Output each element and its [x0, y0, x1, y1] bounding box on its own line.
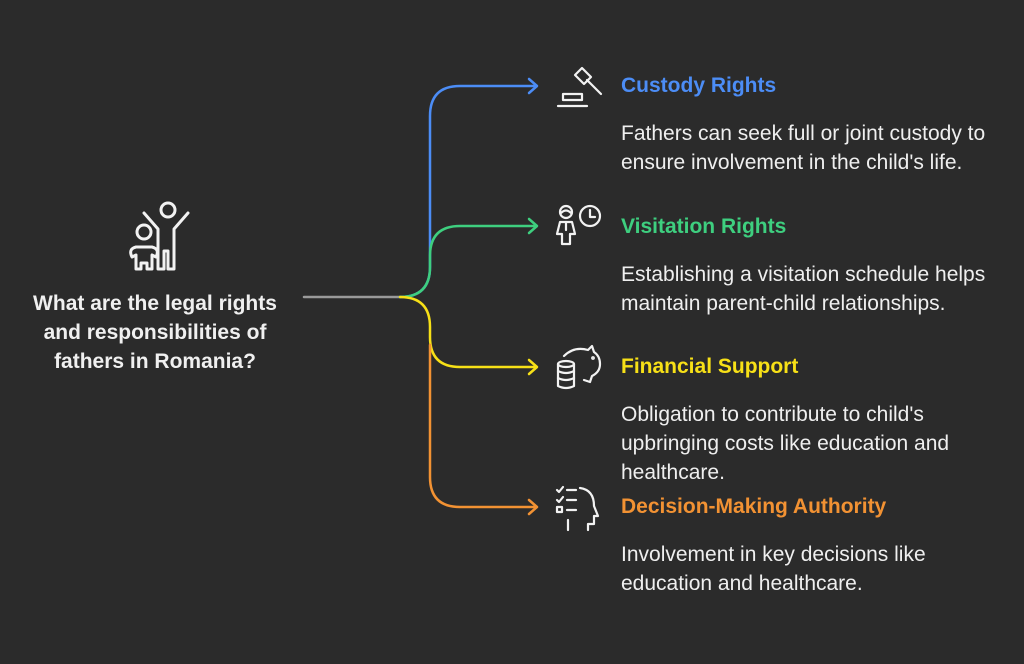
branch-description-financial: Obligation to contribute to child's upbr… [621, 403, 950, 484]
connector-custody [398, 84, 538, 299]
connector-financial [398, 295, 538, 369]
arrow-custody-icon [527, 77, 539, 95]
parent-and-child-icon [129, 201, 190, 271]
connector-visitation [398, 224, 538, 299]
head-checklist-icon [555, 485, 600, 532]
piggy-bank-coins-icon [556, 344, 602, 390]
gavel-icon [556, 66, 603, 108]
branch-title-financial: Financial Support [621, 355, 799, 378]
branch-title-custody: Custody Rights [621, 74, 777, 97]
branch-description-visitation: Establishing a visitation schedule helps… [621, 263, 986, 315]
arrow-decision-icon [527, 498, 539, 516]
central-question: What are the legal rights and responsibi… [33, 292, 277, 373]
person-with-clock-icon [555, 204, 602, 246]
arrow-visitation-icon [527, 217, 539, 235]
arrow-financial-icon [527, 358, 539, 376]
branch-description-custody: Fathers can seek full or joint custody t… [621, 122, 986, 174]
branch-description-decision: Involvement in key decisions like educat… [621, 543, 926, 595]
branch-title-visitation: Visitation Rights [621, 215, 787, 238]
connector-decision [428, 343, 538, 509]
branch-title-decision: Decision-Making Authority [621, 495, 887, 518]
